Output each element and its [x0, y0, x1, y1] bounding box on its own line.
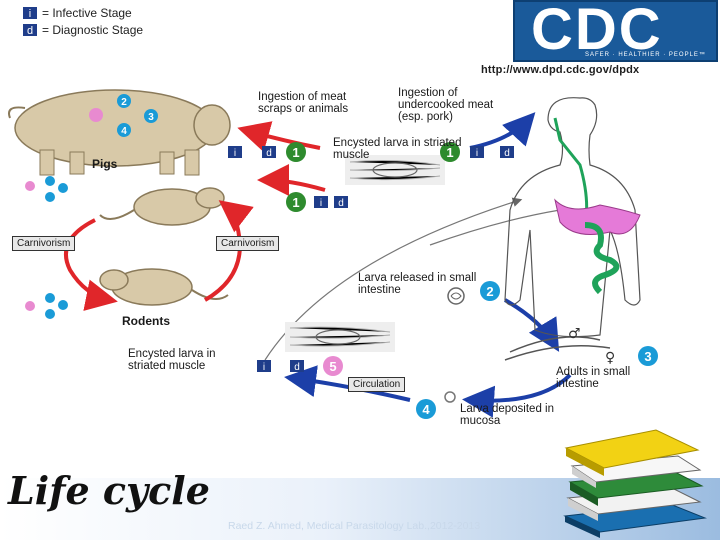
- svg-text:4: 4: [121, 126, 127, 137]
- svg-text:d: d: [294, 362, 300, 373]
- credit-text: Raed Z. Ahmed, Medical Parasitology Lab.…: [228, 520, 481, 532]
- pig-illustration: 2 3 4: [8, 89, 231, 176]
- svg-text:d: d: [504, 148, 510, 159]
- label-larva-released: Larva released in small intestine: [358, 272, 477, 296]
- stage-1-circle: [286, 142, 306, 162]
- human-illustration: [504, 97, 641, 338]
- label-carnivorism-left: Carnivorism: [12, 236, 76, 251]
- label-rodents: Rodents: [122, 314, 170, 328]
- legend: i = Infective Stage d = Diagnostic Stage: [22, 4, 143, 38]
- book-stack-illustration: [563, 429, 707, 538]
- adult-worms-image: [504, 336, 611, 361]
- label-ingestion-meat-scraps: Ingestion of meat scraps or animals: [258, 91, 349, 115]
- svg-text:i: i: [29, 8, 31, 20]
- label-encysted-top: Encysted larva in striated muscle: [333, 137, 462, 161]
- rat-illustration-bottom: [25, 268, 229, 319]
- infective-marker-icon: i: [23, 6, 37, 20]
- svg-text:2: 2: [121, 97, 127, 108]
- rat-illustration-top: [25, 176, 225, 226]
- svg-text:1: 1: [292, 145, 299, 160]
- svg-text:2: 2: [486, 284, 493, 299]
- svg-text:d: d: [266, 148, 272, 159]
- legend-infective: i = Infective Stage: [22, 4, 143, 21]
- svg-text:3: 3: [148, 112, 154, 123]
- cdc-logo-text: CDC: [531, 0, 663, 62]
- stage-4-marker: 4: [416, 399, 436, 419]
- legend-diagnostic-label: = Diagnostic Stage: [42, 22, 144, 37]
- stage-3-marker: 3: [638, 346, 658, 366]
- male-symbol-icon: ♂: [568, 326, 581, 342]
- encysted-larva-image-bottom: [285, 322, 395, 352]
- label-pigs: Pigs: [92, 157, 118, 171]
- label-larva-deposited: Larva deposited in mucosa: [460, 403, 554, 427]
- diagnostic-marker-icon: d: [23, 23, 37, 37]
- stage-1-marker-group-human: 1 i d: [440, 142, 514, 162]
- svg-text:d: d: [338, 198, 344, 209]
- label-encysted-bottom: Encysted larva in striated muscle: [128, 348, 216, 372]
- svg-text:i: i: [320, 198, 322, 209]
- svg-text:1: 1: [292, 195, 299, 210]
- cdc-logo-tagline: SAFER · HEALTHIER · PEOPLE™: [585, 52, 706, 58]
- svg-text:1: 1: [446, 145, 453, 160]
- slide-title: Life cycle: [8, 468, 210, 513]
- svg-text:i: i: [476, 148, 478, 159]
- svg-text:5: 5: [329, 359, 336, 374]
- svg-text:3: 3: [644, 349, 651, 364]
- stage-2-marker: 2: [480, 281, 500, 301]
- svg-text:4: 4: [422, 402, 430, 417]
- label-circulation: Circulation: [348, 377, 406, 392]
- cdc-logo: CDC SAFER · HEALTHIER · PEOPLE™: [513, 0, 718, 62]
- cdc-url: http://www.dpd.cdc.gov/dpdx: [481, 64, 640, 76]
- stage-1-marker-group-rodent: 1 i d: [286, 192, 348, 212]
- legend-diagnostic: d = Diagnostic Stage: [22, 21, 143, 38]
- encysted-larva-image-top: [345, 155, 445, 185]
- stage-5-marker-group: i d 5: [257, 356, 343, 376]
- label-carnivorism-right: Carnivorism: [216, 236, 280, 251]
- svg-text:d: d: [27, 25, 33, 37]
- svg-text:i: i: [263, 362, 265, 373]
- female-symbol-icon: ♀: [605, 350, 615, 366]
- label-ingestion-undercooked: Ingestion of undercooked meat (esp. pork…: [398, 87, 494, 123]
- svg-text:i: i: [234, 148, 236, 159]
- stage-1-marker-group: i d 1: [228, 142, 306, 162]
- label-adults: Adults in small intestine: [556, 366, 631, 390]
- legend-infective-label: = Infective Stage: [42, 5, 132, 20]
- deposited-larva-icon: [444, 391, 456, 403]
- released-larva-icon: [447, 287, 465, 305]
